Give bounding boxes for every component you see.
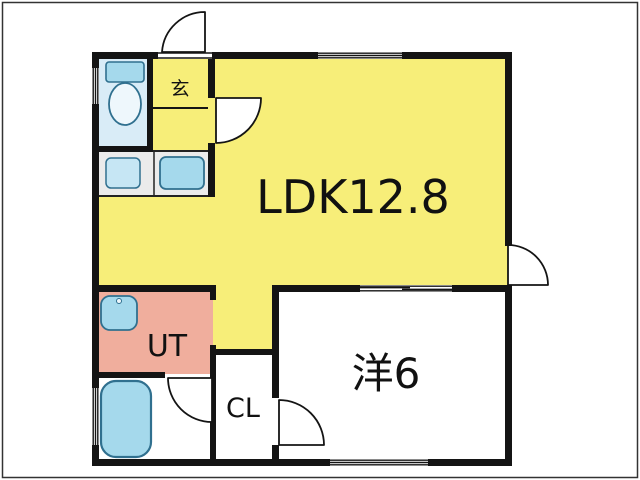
ldk-label: LDK12.8 [256, 170, 450, 224]
sliding-door-icon [360, 285, 452, 292]
western-room-label: 洋6 [352, 349, 421, 398]
window-icon-bath [92, 388, 99, 445]
door-swing-icon-genkan-ldk [215, 97, 262, 144]
entrance-threshold [158, 52, 212, 59]
walls [92, 52, 512, 466]
entrance-label: 玄 [170, 78, 189, 100]
door-swing-icon-closet [278, 399, 325, 446]
windows [92, 52, 452, 466]
door-swing-icon-bathroom [167, 377, 213, 423]
window-icon-toilet [92, 68, 99, 104]
toilet-icon [105, 61, 145, 126]
room-fills [95, 55, 508, 462]
utility-label: UT [147, 329, 188, 364]
door-swing-icon-ldk-exterior [507, 244, 549, 286]
window-icon-bottom [330, 459, 428, 466]
window-icon-top [318, 52, 402, 59]
doors [161, 11, 549, 446]
kitchen-sink-icon [96, 150, 212, 197]
wash-basin-icon [100, 295, 138, 331]
closet-floor [213, 352, 275, 462]
hall-strip-floor [213, 288, 275, 352]
labels: LDK12.8 洋6 UT CL 玄 [147, 78, 450, 424]
closet-label: CL [226, 393, 260, 424]
bathtub-icon [99, 379, 153, 459]
door-swing-icon-entrance [161, 11, 206, 53]
